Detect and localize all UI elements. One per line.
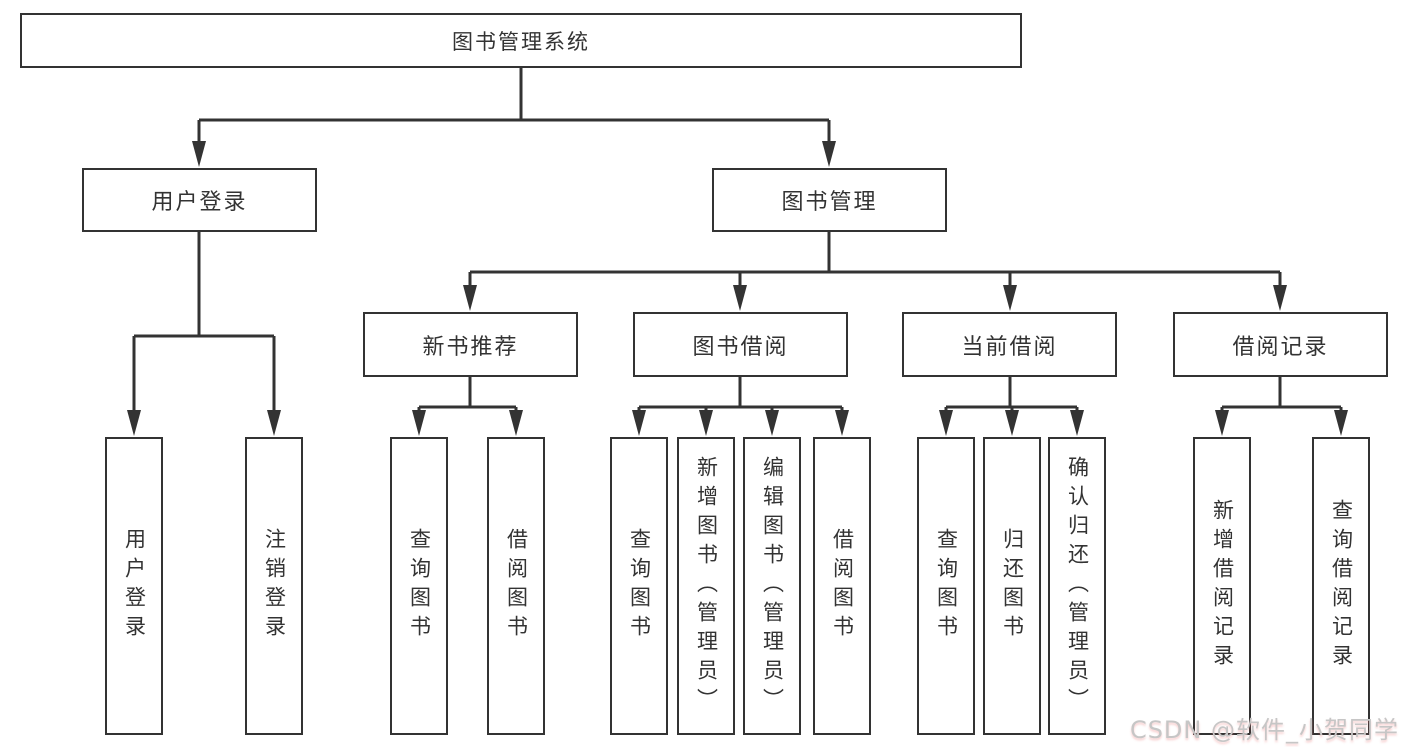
- arrowhead-icon: [699, 410, 713, 436]
- node-label: 当前借阅: [961, 334, 1058, 360]
- node-label: 确认归还（管理员）: [1065, 455, 1090, 717]
- node-label: 借阅记录: [1232, 334, 1329, 360]
- leaf-logout: 注销登录: [245, 437, 303, 735]
- leaf-query-books-current: 查询图书: [917, 437, 975, 735]
- node-label: 图书管理: [781, 190, 878, 215]
- connector-newrec-split: [417, 377, 518, 412]
- arrowhead-icon: [267, 410, 281, 436]
- node-label: 用户登录: [151, 190, 248, 215]
- arrowhead-icon: [463, 285, 477, 311]
- connector-borrow-split: [637, 377, 844, 412]
- node-label: 查询图书: [407, 528, 432, 644]
- arrowhead-icon: [127, 410, 141, 436]
- leaf-add-books-admin: 新增图书（管理员）: [677, 437, 735, 735]
- node-book-management: 图书管理: [712, 168, 947, 232]
- arrowhead-icon: [939, 410, 953, 436]
- leaf-query-books-recommend: 查询图书: [390, 437, 448, 735]
- node-label: 查询图书: [934, 528, 959, 644]
- arrowhead-icon: [1003, 285, 1017, 311]
- arrowhead-icon: [192, 141, 206, 167]
- connector-current-split: [944, 377, 1079, 412]
- leaf-confirm-return-admin: 确认归还（管理员）: [1048, 437, 1106, 735]
- node-label: 新增图书（管理员）: [694, 455, 719, 717]
- arrowhead-icon: [835, 410, 849, 436]
- arrowhead-icon: [765, 410, 779, 436]
- node-label: 编辑图书（管理员）: [760, 455, 785, 717]
- node-root-system: 图书管理系统: [20, 13, 1022, 68]
- arrowhead-icon: [632, 410, 646, 436]
- connector-mgmt-split: [468, 232, 1282, 287]
- arrowhead-icon: [509, 410, 523, 436]
- node-label: 用户登录: [122, 528, 147, 644]
- arrowhead-icon: [1070, 410, 1084, 436]
- node-label: 借阅图书: [504, 528, 529, 644]
- arrowhead-icon: [1005, 410, 1019, 436]
- leaf-borrow-books-recommend: 借阅图书: [487, 437, 545, 735]
- arrowhead-icon: [1334, 410, 1348, 436]
- connector-record-split: [1220, 377, 1343, 412]
- leaf-add-borrow-record: 新增借阅记录: [1193, 437, 1251, 735]
- connector-root-split: [197, 68, 831, 143]
- leaf-user-login: 用户登录: [105, 437, 163, 735]
- leaf-edit-books-admin: 编辑图书（管理员）: [743, 437, 801, 735]
- arrowhead-icon: [1273, 285, 1287, 311]
- csdn-watermark: CSDN @软件_小贺同学: [1129, 716, 1399, 744]
- node-book-borrowing: 图书借阅: [633, 312, 848, 377]
- leaf-query-borrow-record: 查询借阅记录: [1312, 437, 1370, 735]
- node-current-borrowing: 当前借阅: [902, 312, 1117, 377]
- arrowhead-icon: [733, 285, 747, 311]
- node-label: 归还图书: [1000, 528, 1025, 644]
- arrowhead-icon: [1215, 410, 1229, 436]
- node-label: 新增借阅记录: [1210, 499, 1235, 673]
- node-label: 注销登录: [262, 528, 287, 644]
- node-label: 查询借阅记录: [1329, 499, 1354, 673]
- node-label: 新书推荐: [422, 334, 519, 360]
- node-label: 图书借阅: [692, 334, 789, 360]
- node-label: 借阅图书: [830, 528, 855, 644]
- node-new-book-recommend: 新书推荐: [363, 312, 578, 377]
- leaf-return-books: 归还图书: [983, 437, 1041, 735]
- connector-login-split: [132, 232, 276, 412]
- node-label: 图书管理系统: [452, 29, 590, 54]
- arrowhead-icon: [412, 410, 426, 436]
- leaf-query-books-borrowing: 查询图书: [610, 437, 668, 735]
- node-user-login: 用户登录: [82, 168, 317, 232]
- leaf-borrow-books: 借阅图书: [813, 437, 871, 735]
- node-label: 查询图书: [627, 528, 652, 644]
- arrowhead-icon: [822, 141, 836, 167]
- node-borrow-records: 借阅记录: [1173, 312, 1388, 377]
